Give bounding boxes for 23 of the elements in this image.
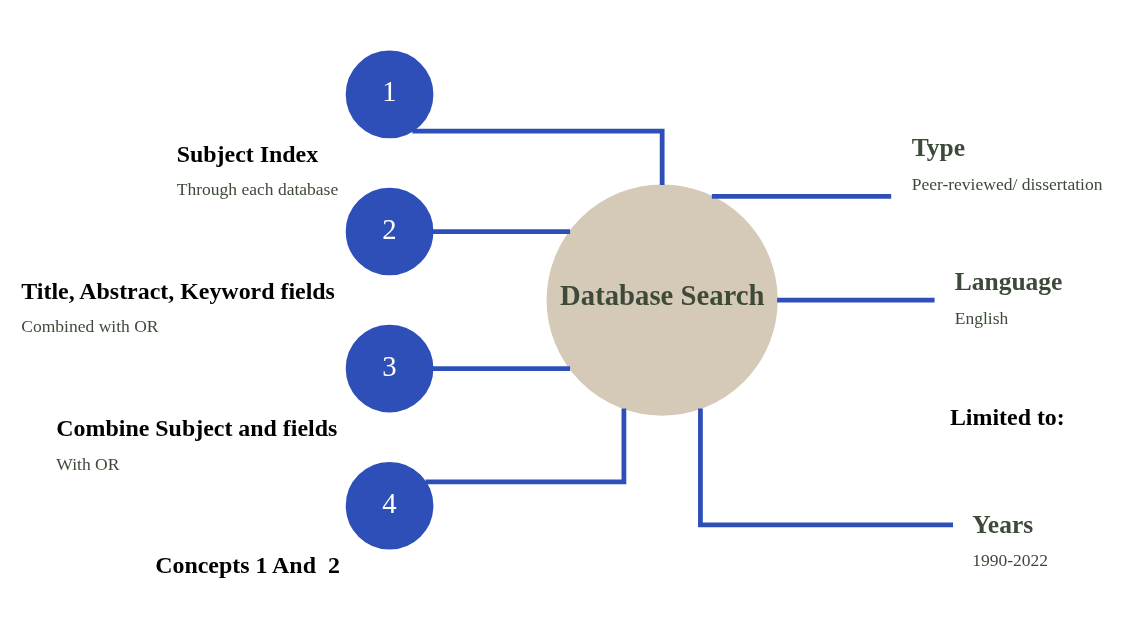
connector bbox=[412, 128, 665, 185]
node-label: Subject Index bbox=[176, 140, 319, 167]
label: Limited to: bbox=[949, 403, 1065, 430]
node-circle: 3 bbox=[345, 324, 434, 412]
node-label: Title, Abstract, Keyword fields bbox=[21, 277, 335, 304]
node-circle: 2 bbox=[345, 187, 434, 275]
node-label: Concepts 1 And 2 bbox=[155, 551, 340, 578]
node-label: With OR bbox=[56, 453, 120, 474]
connector bbox=[432, 365, 571, 371]
node-text: Years 1990-2022 bbox=[972, 509, 1049, 570]
connector bbox=[432, 228, 571, 234]
connector bbox=[711, 193, 892, 199]
node-circle: 1 bbox=[345, 50, 434, 138]
node-label: Through each database bbox=[176, 178, 339, 199]
connector bbox=[425, 407, 627, 484]
node-label: Combined with OR bbox=[21, 315, 159, 336]
node-label: Combine Subject and fields bbox=[56, 414, 338, 441]
node-circle: 4 bbox=[345, 461, 434, 550]
node-circle: Database Search bbox=[546, 184, 778, 416]
node-text: Language English bbox=[954, 266, 1063, 328]
node-text: Type Peer-reviewed/ dissertation bbox=[911, 132, 1103, 194]
connector bbox=[698, 408, 954, 527]
connector bbox=[777, 297, 935, 302]
